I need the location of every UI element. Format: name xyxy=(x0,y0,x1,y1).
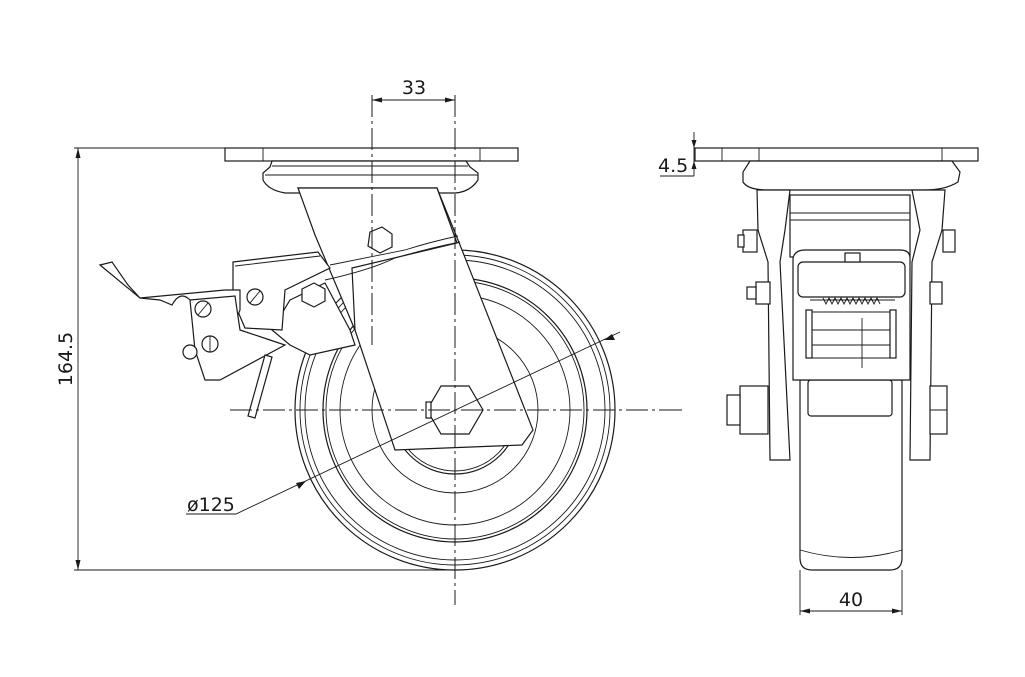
hex-bolt-brake xyxy=(301,282,326,308)
dimension-height-label: 164.5 xyxy=(55,332,77,386)
dimension-plate-thickness: 4.5 xyxy=(658,132,697,177)
dimension-plate-thickness-label: 4.5 xyxy=(658,155,688,177)
top-plate-front xyxy=(694,147,979,162)
hex-nut-right-upper xyxy=(942,229,956,253)
axle-bolt-head xyxy=(739,385,769,435)
hex-bolt-upper xyxy=(367,226,393,254)
dimension-wheel-width: 40 xyxy=(799,570,903,615)
dimension-offset: 33 xyxy=(372,77,455,103)
front-view: 4.5 40 xyxy=(658,132,979,615)
hex-nut-left-upper xyxy=(742,229,758,253)
hex-nut-left-mid xyxy=(755,281,771,305)
side-view: 33 164.5 ø125 xyxy=(55,77,682,605)
hex-nut-right-mid xyxy=(929,281,943,305)
dimension-offset-label: 33 xyxy=(402,77,426,99)
dimension-wheel-width-label: 40 xyxy=(839,589,863,611)
dimension-wheel-diameter-label: ø125 xyxy=(187,494,235,516)
dimension-wheel-diameter: ø125 xyxy=(186,331,621,516)
dimension-height: 164.5 xyxy=(55,147,455,571)
brake-lever-side xyxy=(98,251,356,419)
wheel-front xyxy=(799,379,903,571)
